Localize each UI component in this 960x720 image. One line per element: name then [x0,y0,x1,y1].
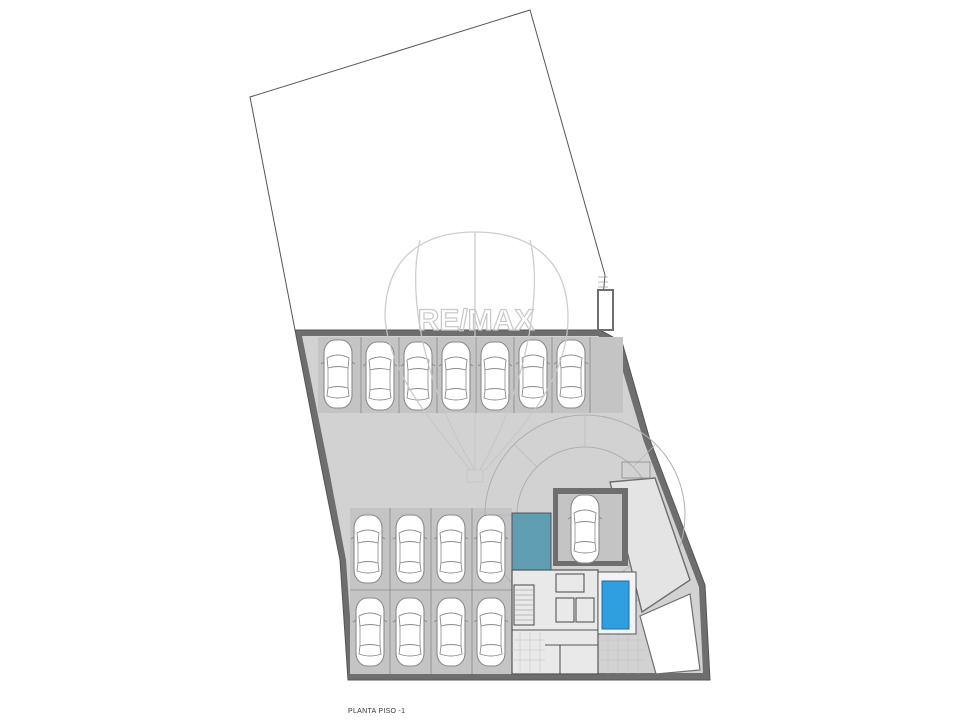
upper-stair-treads [598,276,608,288]
stair-core [511,512,552,574]
plan-caption: PLANTA PISO -1 [348,708,406,715]
stair-treads [515,589,533,621]
tiled-floor [512,632,645,674]
upper-plot-outline [249,9,606,331]
car-ramp-bay [567,494,603,564]
watermark-text: RE/MAX [418,304,535,337]
ramp-lane-marking [621,461,651,479]
service-room-walls [512,573,598,674]
right-corridor [639,593,701,675]
remax-watermark [384,231,569,483]
upper-stair-shaft [597,289,614,331]
lower-block-dividers [350,508,512,674]
top-row-dividers [360,337,591,413]
pool [601,580,630,630]
ramp-lane [609,477,691,614]
